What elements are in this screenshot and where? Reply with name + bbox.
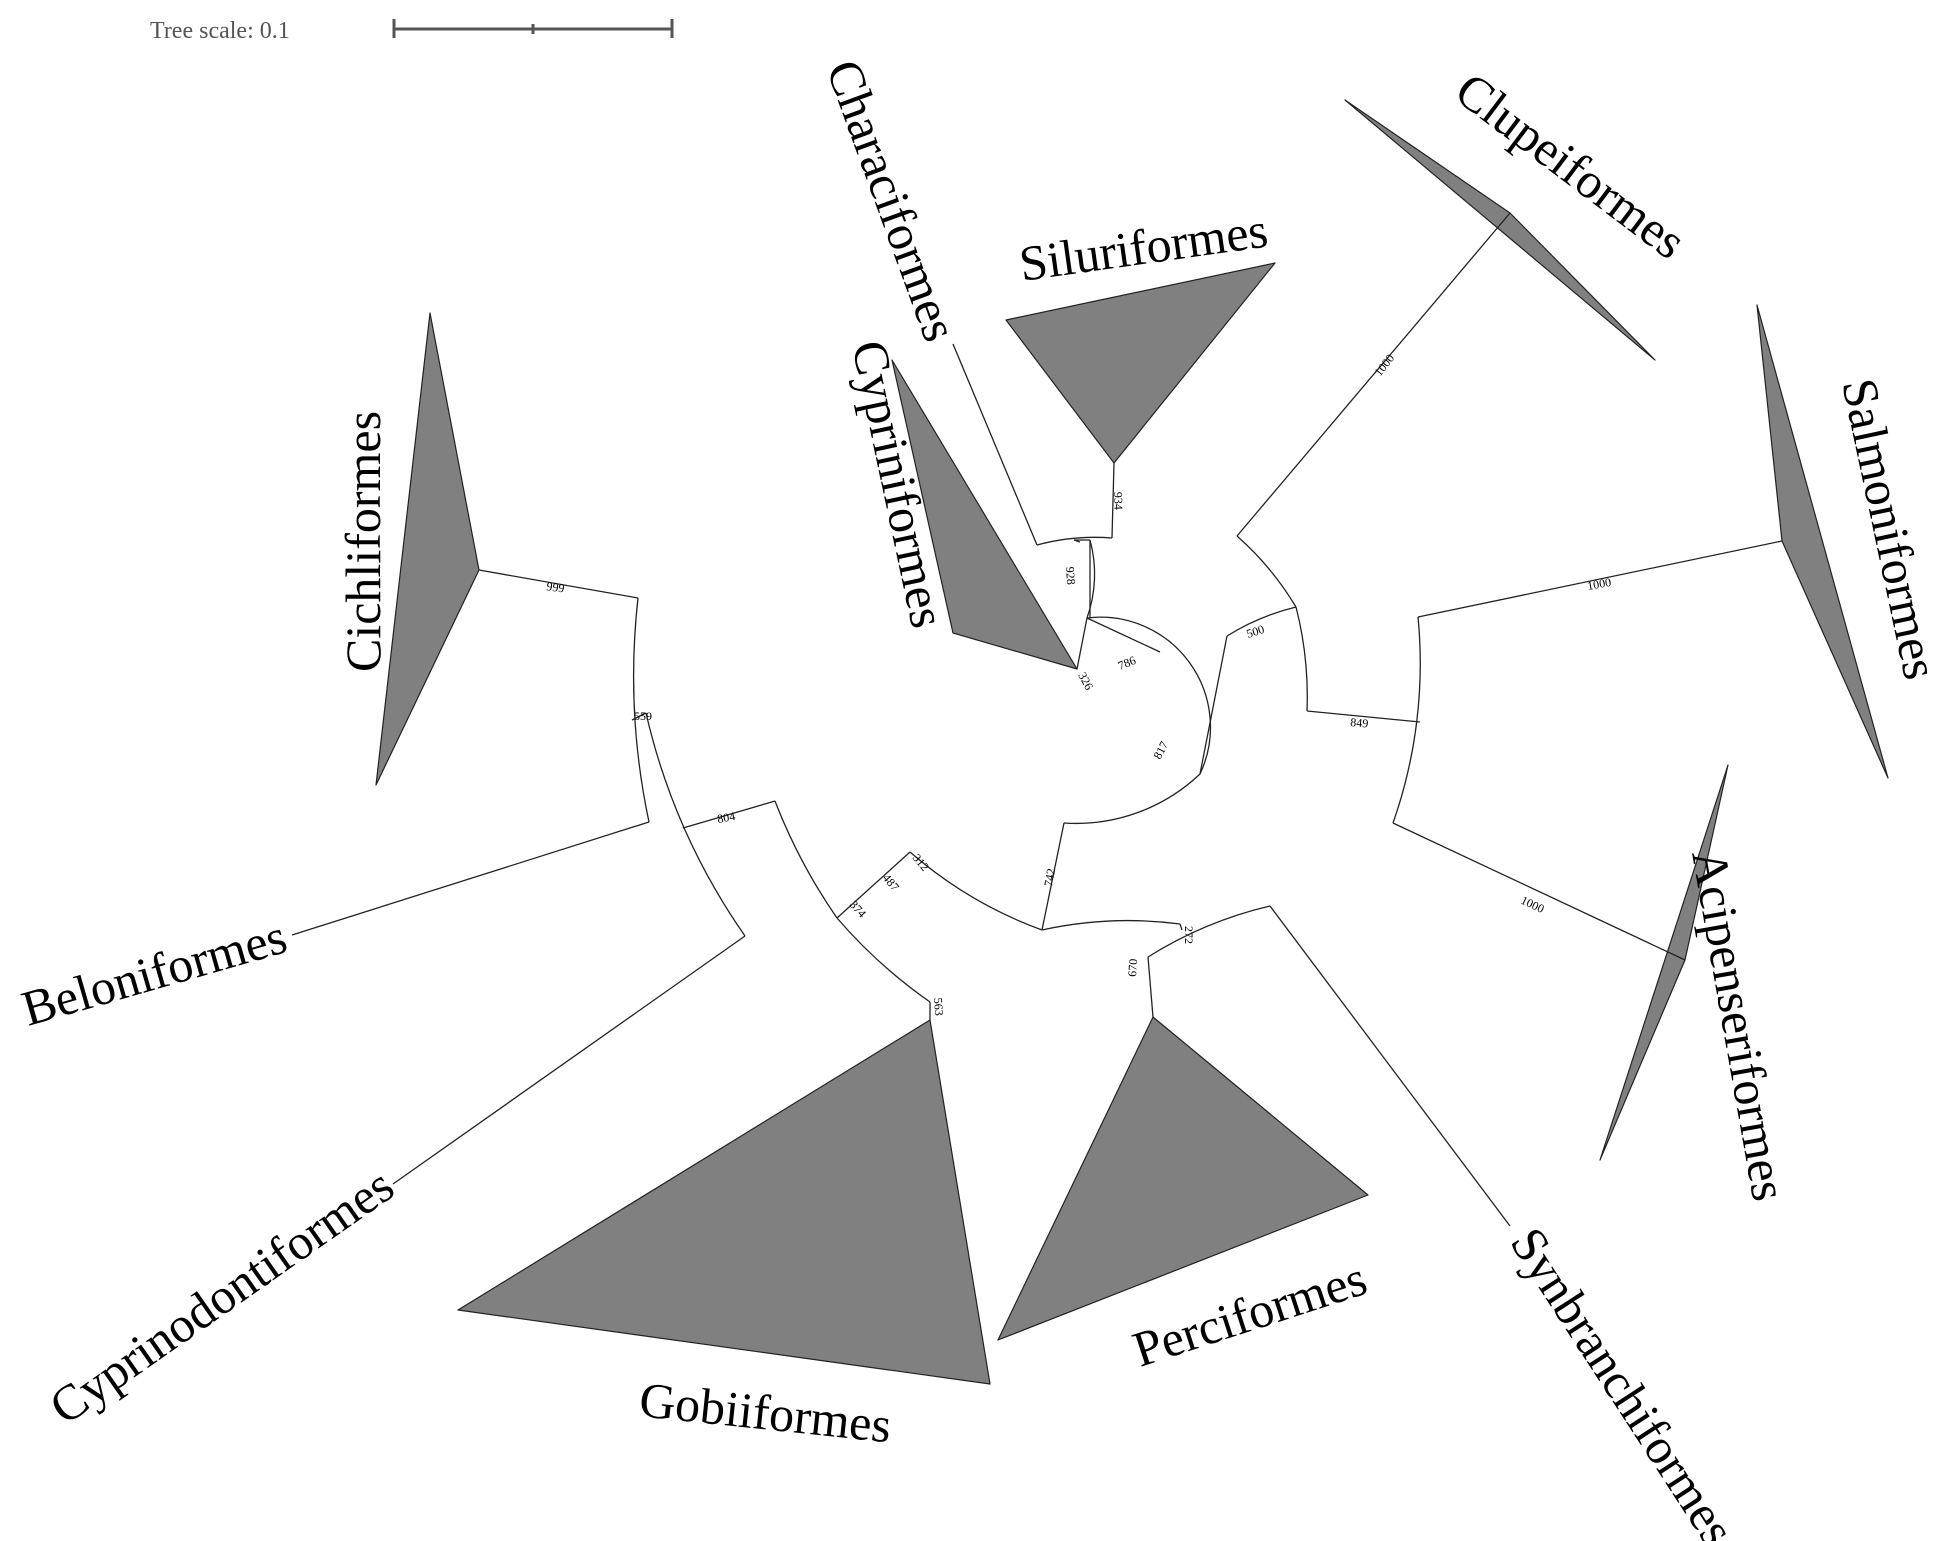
support-value: 934: [1111, 492, 1126, 510]
branch-500-link: [1226, 606, 1297, 637]
branch-cyprinodontiformes: [392, 935, 746, 1185]
support-value: 374: [847, 898, 869, 921]
support-value: 559: [634, 709, 652, 723]
branch-670: [1147, 956, 1154, 1018]
clade-cichliformes: [375, 312, 480, 786]
support-value: 742: [1041, 867, 1058, 887]
clade-salmoniformes: [1756, 304, 1889, 779]
clade-siluriformes: [1005, 262, 1276, 464]
support-value: 1000: [1519, 893, 1547, 916]
branch-characiformes: [952, 343, 1038, 546]
branch-clupeiformes: [1236, 212, 1511, 537]
taxon-label-acipenseriformes: Acipenseriformes: [1681, 845, 1798, 1205]
branch-849: [1306, 710, 1421, 723]
branch-characiformes-cypriniformes: [1086, 617, 1161, 653]
branch-849-arc: [1295, 606, 1308, 712]
support-value: 487: [880, 871, 902, 894]
support-value: 817: [1150, 739, 1171, 761]
support-value: 272: [1182, 926, 1196, 944]
branch-salmoniformes: [1417, 540, 1783, 618]
branch-char-silur-arc2: [1036, 536, 1113, 546]
taxon-label-clupeiformes: Clupeiformes: [1445, 61, 1696, 270]
tree-branches: [291, 212, 1783, 1227]
taxon-label-characiformes: Characiformes: [816, 53, 969, 349]
support-value: 928: [1063, 566, 1078, 585]
taxon-label-synbranchiformes: Synbranchiformes: [1500, 1217, 1747, 1541]
support-value: 999: [546, 579, 566, 595]
taxon-labels: Clupeiformes Salmoniformes Acipenserifor…: [16, 53, 1945, 1541]
tree-scale: Tree scale: 0.1: [150, 18, 674, 44]
tree-scale-label: Tree scale: 0.1: [150, 18, 290, 44]
clade-clupeiformes: [1344, 99, 1656, 361]
branch-500-arc: [1236, 535, 1297, 608]
support-value: 1000: [1586, 575, 1612, 593]
branch-849-outer-arc: [1392, 616, 1421, 824]
support-values: 1000 1000 1000 849 500 817 786 326 928 9…: [546, 351, 1613, 1016]
branch-gobi-arc: [836, 917, 931, 1003]
branch-left-arc: [909, 851, 1043, 931]
branch-500: [1199, 635, 1228, 775]
branch-root-arc: [1063, 773, 1201, 825]
branch-bottom-arc: [1041, 920, 1181, 931]
branch-cypriniformes-node: [1076, 617, 1088, 670]
support-value: 804: [716, 809, 736, 826]
branch-acipenseriformes: [1392, 822, 1686, 961]
support-value: 786: [1116, 653, 1138, 673]
branch-char-silur-stem: [1073, 539, 1090, 543]
clade-gobiiformes: [457, 1019, 991, 1385]
support-value: 563: [931, 997, 946, 1016]
branch-cichliformes: [478, 569, 639, 599]
branch-272-arc: [1147, 905, 1271, 958]
branch-312-374: [836, 851, 911, 919]
support-value: 326: [1075, 670, 1096, 692]
branch-559-arc: [632, 597, 650, 823]
taxon-label-cyprinodontiformes: Cyprinodontiformes: [39, 1157, 403, 1435]
branch-742: [1041, 822, 1065, 931]
branch-synbranchiformes: [1269, 905, 1511, 1227]
branch-char-silur-arc: [1086, 539, 1096, 619]
support-value: 670: [1125, 958, 1140, 977]
branch-siluriformes: [1111, 462, 1115, 539]
support-value: 1000: [1371, 351, 1397, 379]
support-value: 849: [1350, 715, 1369, 731]
branch-beloniformes: [291, 821, 650, 936]
branch-inner-arc: [1086, 616, 1212, 775]
branch-272-stem: [1179, 923, 1183, 931]
clade-acipenseriformes: [1599, 764, 1729, 1161]
branch-outer-left-arc: [645, 712, 746, 937]
support-value: 500: [1245, 622, 1266, 641]
taxon-label-beloniformes: Beloniformes: [16, 908, 293, 1037]
clade-cypriniformes: [891, 359, 1078, 670]
taxon-label-cichliformes: Cichliformes: [335, 411, 391, 672]
branch-804: [682, 800, 776, 829]
branch-804-arc: [774, 800, 838, 919]
collapsed-clades: [375, 99, 1889, 1385]
clade-perciformes: [997, 1016, 1369, 1341]
taxon-label-gobiiformes: Gobiiformes: [637, 1371, 894, 1453]
